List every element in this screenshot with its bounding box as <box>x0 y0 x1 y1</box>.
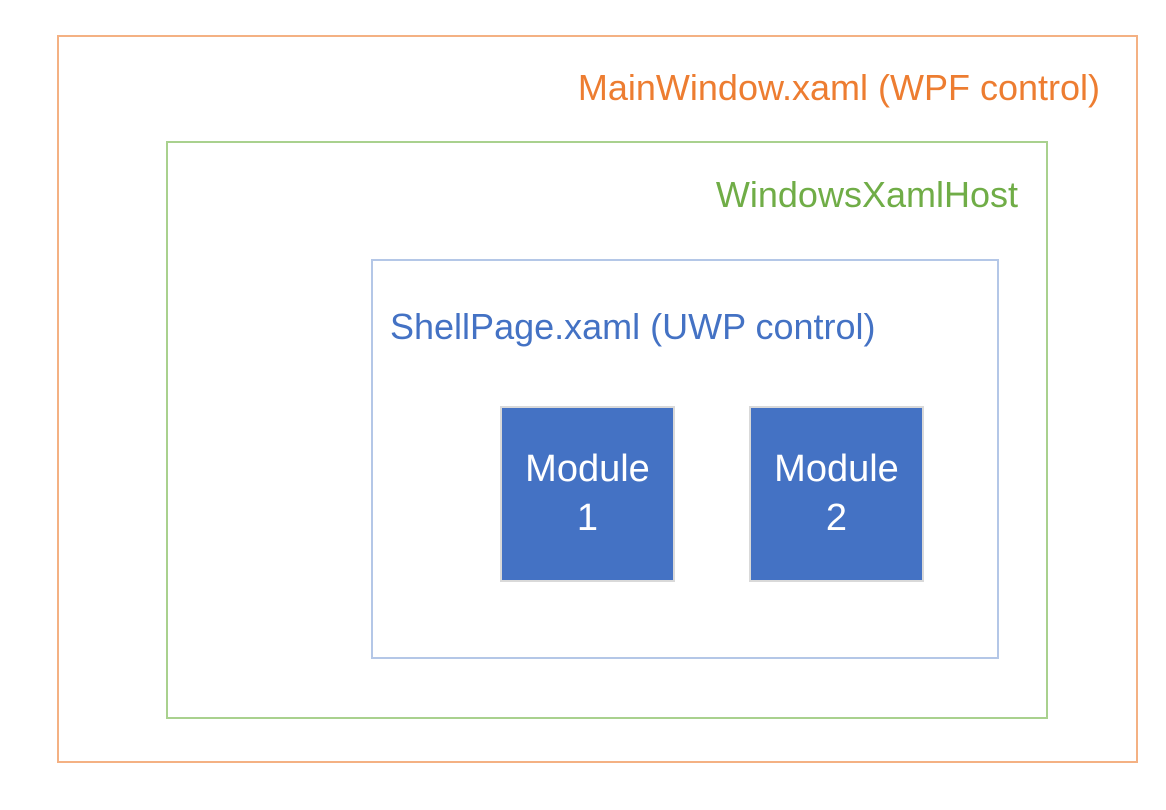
mainwindow-box: MainWindow.xaml (WPF control) WindowsXam… <box>57 35 1138 763</box>
module-2-line1: Module <box>774 447 899 490</box>
module-2-box: Module 2 <box>749 406 924 582</box>
module-1-label: Module 1 <box>525 445 650 544</box>
module-2-line2: 2 <box>825 497 848 539</box>
module-1-line2: 1 <box>576 497 599 539</box>
module-2-label: Module 2 <box>774 445 899 544</box>
shellpage-label: ShellPage.xaml (UWP control) <box>390 306 876 347</box>
shellpage-box: ShellPage.xaml (UWP control) Module 1 Mo… <box>371 259 999 659</box>
module-1-line1: Module <box>525 447 650 490</box>
windowsxamlhost-label: WindowsXamlHost <box>715 174 1018 215</box>
windowsxamlhost-box: WindowsXamlHost ShellPage.xaml (UWP cont… <box>166 141 1048 719</box>
mainwindow-label: MainWindow.xaml (WPF control) <box>577 67 1100 108</box>
module-1-box: Module 1 <box>500 406 675 582</box>
